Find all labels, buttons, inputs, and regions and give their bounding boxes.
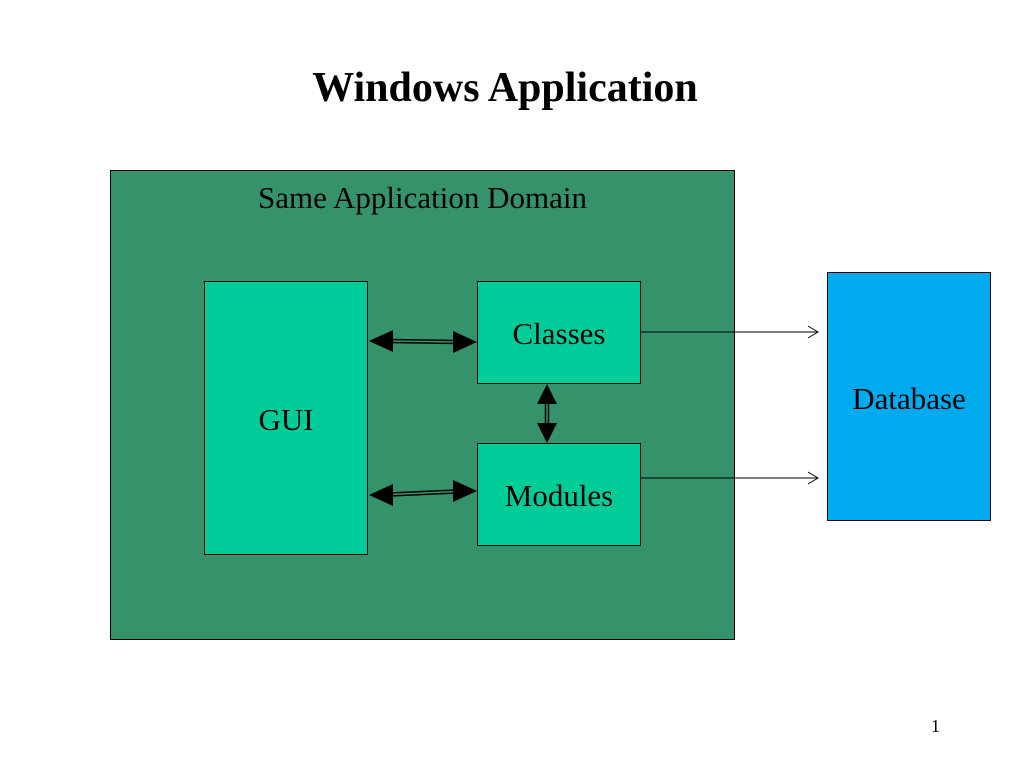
classes-label: Classes	[512, 316, 606, 351]
application-domain-label: Same Application Domain	[258, 180, 587, 215]
modules-label: Modules	[504, 478, 614, 513]
modules-box: Modules	[477, 443, 641, 546]
database-label: Database	[852, 381, 966, 416]
slide-title: Windows Application	[312, 65, 698, 111]
gui-label: GUI	[258, 402, 314, 437]
page-number: 1	[931, 716, 940, 736]
classes-box: Classes	[477, 281, 641, 384]
gui-box: GUI	[204, 281, 368, 555]
database-box: Database	[827, 272, 991, 521]
